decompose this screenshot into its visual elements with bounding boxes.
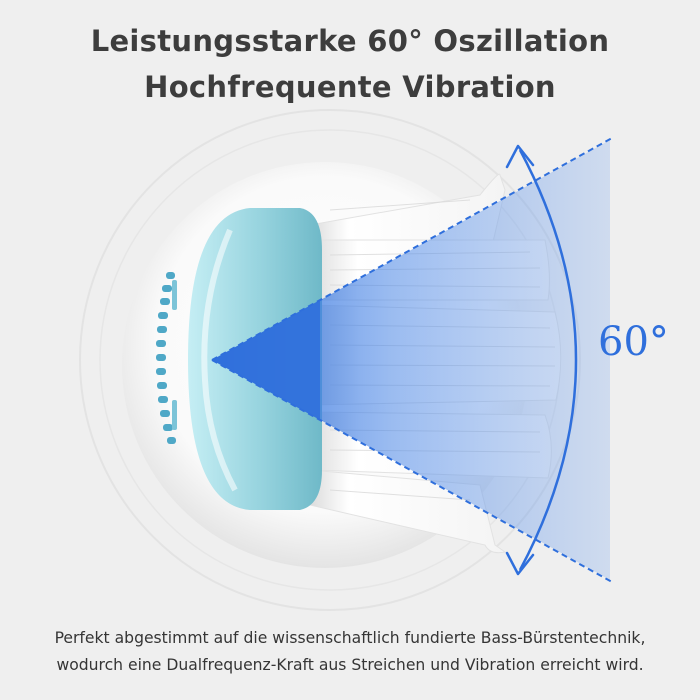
- oscillation-fan: [212, 140, 610, 580]
- fan-edge-upper: [211, 137, 613, 361]
- fan-edge-lower: [211, 359, 613, 583]
- angle-arc: [518, 149, 578, 571]
- caption-line-2: wodurch eine Dualfrequenz-Kraft aus Stre…: [56, 656, 644, 674]
- oscillation-fan-core: [212, 300, 320, 420]
- brush-head-nubs: [156, 272, 177, 444]
- heading-line-1: Leistungsstarke 60° Oszillation: [90, 24, 610, 58]
- angle-label: 60°: [598, 319, 669, 365]
- brush-head-highlight: [201, 228, 238, 492]
- heading: Leistungsstarke 60° Oszillation Hochfreq…: [0, 18, 700, 110]
- caption-line-1: Perfekt abgestimmt auf die wissenschaftl…: [54, 629, 646, 647]
- caption: Perfekt abgestimmt auf die wissenschaftl…: [0, 625, 700, 679]
- arc-arrow-bottom-icon: [505, 551, 535, 576]
- arc-arrow-top-icon: [505, 144, 535, 169]
- heading-line-2: Hochfrequente Vibration: [144, 70, 556, 104]
